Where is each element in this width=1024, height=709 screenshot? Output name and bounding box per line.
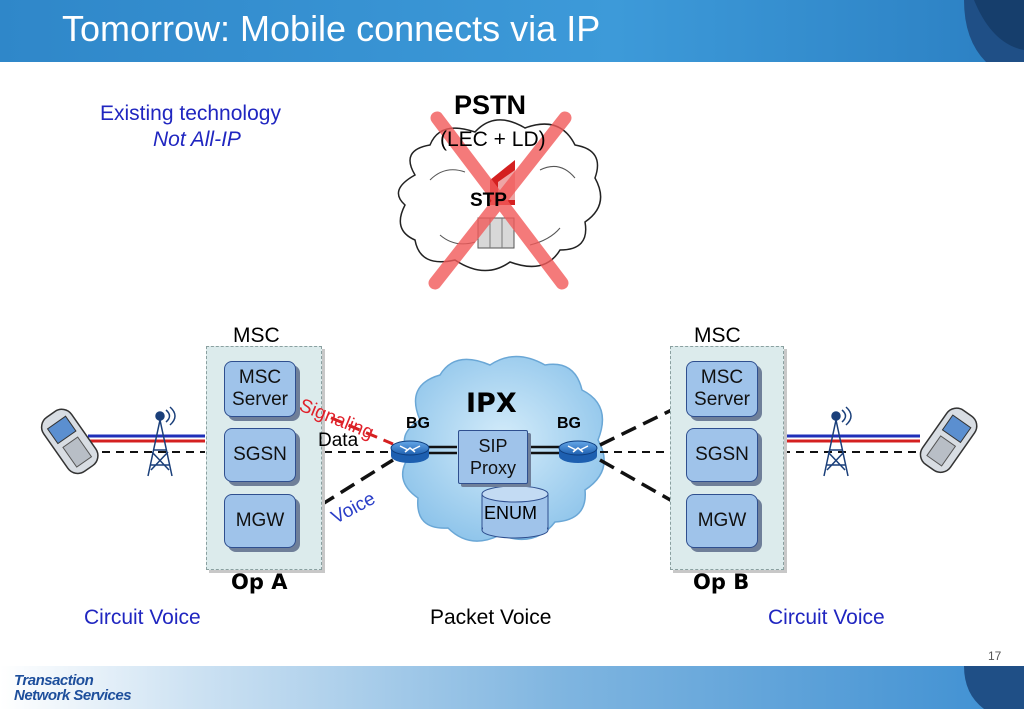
sip-proxy: SIP Proxy [458, 430, 528, 484]
op-b-sgsn: SGSN [686, 428, 758, 482]
logo-line1: Transaction [14, 672, 94, 689]
op-b-msc-label: MSC [694, 324, 741, 347]
border-gateway-right-icon [558, 440, 598, 463]
radio-link-right [782, 434, 960, 453]
enum-label: ENUM [484, 503, 537, 523]
op-a-mgw: MGW [224, 494, 296, 548]
mobile-phone-right-icon [919, 407, 978, 474]
op-a-name: Op A [231, 570, 288, 594]
enum-database-icon [481, 485, 549, 539]
title-corner-decoration [964, 0, 1024, 62]
slide-title: Tomorrow: Mobile connects via IP [62, 8, 601, 49]
voice-link-left [299, 458, 394, 520]
border-gateway-left-icon [390, 440, 430, 463]
circuit-voice-right-caption: Circuit Voice [768, 606, 885, 629]
cell-tower-left-icon [147, 406, 176, 477]
pstn-title: PSTN [454, 90, 527, 120]
logo-line2: Network Services [14, 687, 132, 704]
data-label: Data [318, 430, 359, 451]
bg-right-label: BG [557, 415, 581, 432]
company-logo: Transaction Network Services [14, 672, 132, 704]
signaling-link-left [295, 401, 394, 446]
bg-left-label: BG [406, 415, 430, 432]
op-a-msc-server: MSC Server [224, 361, 296, 417]
pstn-note-line1: Existing technology [100, 102, 281, 125]
ipx-title: IPX [466, 388, 517, 419]
mobile-phone-left-icon [40, 408, 99, 475]
op-b-msc-server: MSC Server [686, 361, 758, 417]
stp-label: STP [470, 190, 507, 211]
op-a-msc-label: MSC [233, 324, 280, 347]
page-number: 17 [988, 649, 1002, 663]
pstn-subtitle: (LEC + LD) [440, 128, 546, 151]
pstn-note-line2: Not All-IP [153, 128, 241, 151]
footer-corner-decoration [964, 666, 1024, 709]
op-b-mgw: MGW [686, 494, 758, 548]
footer-bar [0, 666, 1024, 709]
radio-link-left [60, 434, 205, 453]
op-a-sgsn: SGSN [224, 428, 296, 482]
cell-tower-right-icon [823, 406, 852, 477]
op-b-name: Op B [693, 570, 750, 594]
circuit-voice-left-caption: Circuit Voice [84, 606, 201, 629]
title-bar [0, 0, 1024, 62]
deprecated-cross-icon [428, 111, 572, 290]
packet-voice-caption: Packet Voice [430, 606, 552, 629]
